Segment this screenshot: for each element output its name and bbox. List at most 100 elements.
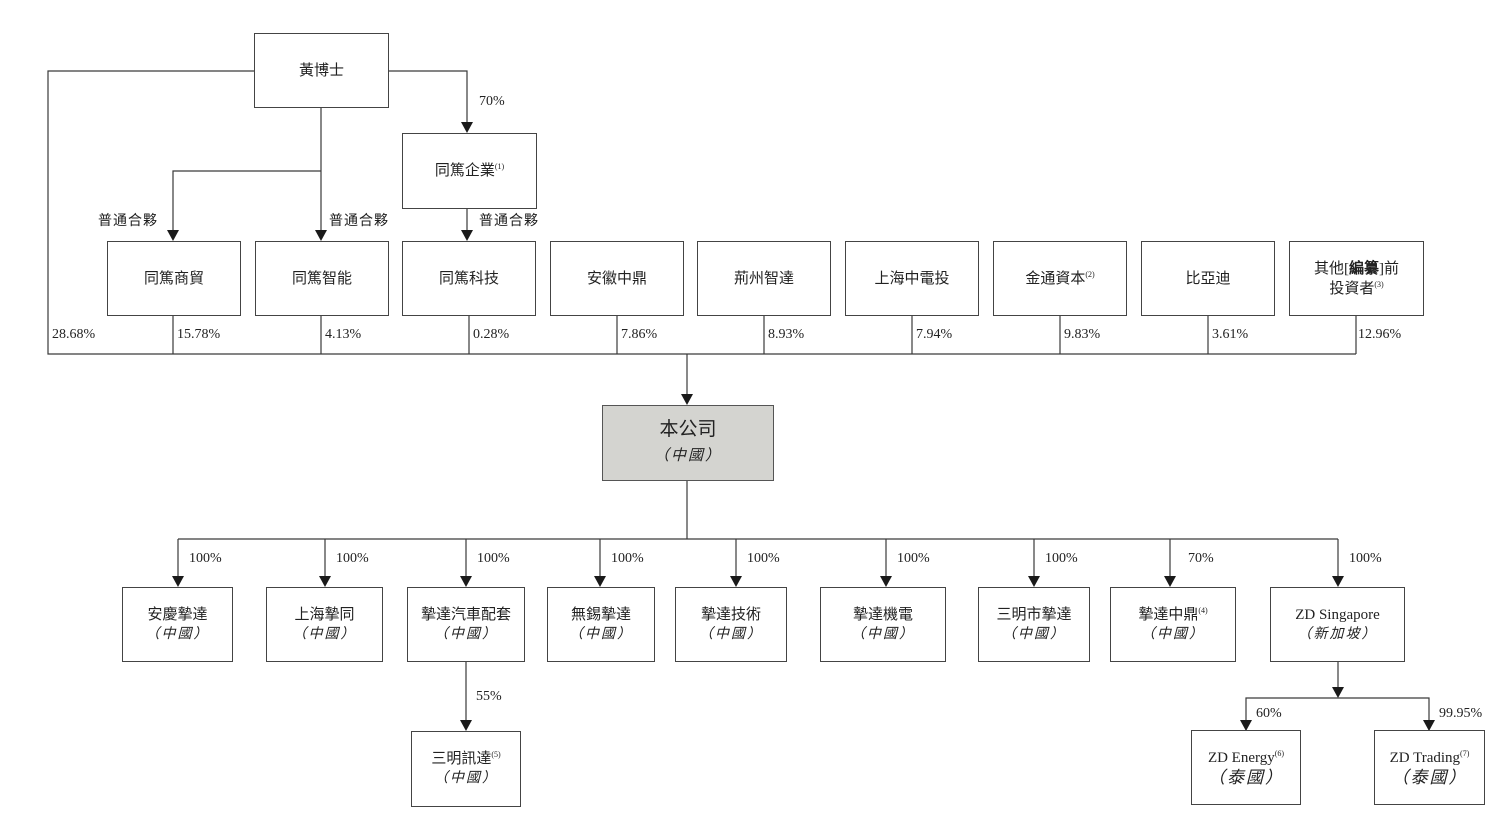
tongdu-enterprise-name: 同篤企業(1) bbox=[434, 162, 505, 180]
subsidiary-box[interactable]: 無錫摯達 （中國） bbox=[547, 587, 655, 662]
shareholder-box[interactable]: 同篤科技 bbox=[402, 241, 536, 316]
shareholder-box[interactable]: 同篤商貿 bbox=[107, 241, 241, 316]
second-level-jurisdiction: （泰國） bbox=[1391, 767, 1468, 787]
second-level-name: ZD Energy(6) bbox=[1207, 748, 1285, 766]
pct-holder: 7.94% bbox=[916, 327, 953, 342]
arrow-head bbox=[315, 230, 327, 241]
arrow-head bbox=[167, 230, 179, 241]
subsidiary-jurisdiction: （新加坡） bbox=[1297, 626, 1378, 642]
second-level-name: 三明訊達(5) bbox=[431, 750, 501, 768]
subsidiary-box[interactable]: 上海摯同 （中國） bbox=[266, 587, 383, 662]
shareholder-name: 同篤智能 bbox=[291, 270, 352, 287]
pct-huang-to-enterprise: 70% bbox=[479, 94, 505, 109]
second-level-box[interactable]: ZD Trading(7) （泰國） bbox=[1374, 730, 1485, 805]
shareholder-box[interactable]: 荊州智達 bbox=[697, 241, 831, 316]
shareholder-name: 同篤商貿 bbox=[143, 270, 204, 287]
subsidiary-box[interactable]: ZD Singapore （新加坡） bbox=[1270, 587, 1405, 662]
shareholder-name: 比亞迪 bbox=[1185, 270, 1231, 287]
pct-subsidiary: 100% bbox=[336, 551, 369, 566]
pct-holder: 0.28% bbox=[473, 327, 510, 342]
pct-subsidiary: 100% bbox=[1349, 551, 1382, 566]
subsidiary-box[interactable]: 摯達汽車配套 （中國） bbox=[407, 587, 525, 662]
subsidiary-box[interactable]: 三明市摯達 （中國） bbox=[978, 587, 1090, 662]
subsidiary-jurisdiction: （中國） bbox=[292, 626, 357, 642]
shareholder-box[interactable]: 比亞迪 bbox=[1141, 241, 1275, 316]
subsidiary-jurisdiction: （中國） bbox=[569, 626, 633, 642]
gp-label-3: 普通合夥 bbox=[479, 214, 539, 229]
company-name: 本公司 bbox=[659, 419, 717, 440]
pct-second-level: 60% bbox=[1256, 706, 1282, 721]
shareholder-dr-huang[interactable]: 黃博士 bbox=[254, 33, 389, 108]
arrow-head bbox=[681, 394, 693, 405]
shareholder-tongdu-enterprise[interactable]: 同篤企業(1) bbox=[402, 133, 537, 209]
shareholder-name-line1: 其他[編纂]前 bbox=[1313, 260, 1399, 277]
shareholder-name: 金通資本(2) bbox=[1025, 269, 1095, 287]
subsidiary-jurisdiction: （中國） bbox=[699, 626, 763, 642]
pct-subsidiary: 100% bbox=[477, 551, 510, 566]
pct-holder: 15.78% bbox=[177, 327, 221, 342]
pct-holder: 3.61% bbox=[1212, 327, 1249, 342]
arrow-head bbox=[461, 230, 473, 241]
pct-second-level: 99.95% bbox=[1439, 706, 1483, 721]
arrow-head bbox=[1423, 720, 1435, 731]
pct-holder: 7.86% bbox=[621, 327, 658, 342]
arrow-head bbox=[461, 122, 473, 133]
pct-subsidiary: 100% bbox=[611, 551, 644, 566]
arrow-head bbox=[1332, 687, 1344, 698]
pct-subsidiary: 100% bbox=[897, 551, 930, 566]
gp-label-2: 普通合夥 bbox=[329, 214, 389, 229]
pct-subsidiary: 100% bbox=[747, 551, 780, 566]
subsidiary-box[interactable]: 摯達中鼎(4) （中國） bbox=[1110, 587, 1236, 662]
subsidiary-drops bbox=[172, 539, 1344, 587]
subsidiary-name: 摯達機電 bbox=[852, 606, 913, 623]
pct-holder: 4.13% bbox=[325, 327, 362, 342]
second-level-jurisdiction: （中國） bbox=[434, 771, 498, 786]
subsidiary-jurisdiction: （中國） bbox=[851, 626, 915, 642]
dr-huang-name: 黃博士 bbox=[298, 62, 344, 79]
subsidiary-name: ZD Singapore bbox=[1295, 606, 1380, 623]
subsidiary-name: 摯達技術 bbox=[700, 606, 761, 623]
pct-holder: 12.96% bbox=[1358, 327, 1402, 342]
subsidiary-name: 摯達中鼎(4) bbox=[1138, 605, 1208, 623]
company-box[interactable]: 本公司 （中國） bbox=[602, 405, 774, 481]
arrow-head bbox=[1240, 720, 1252, 731]
subsidiary-name: 上海摯同 bbox=[294, 606, 355, 623]
company-jurisdiction: （中國） bbox=[653, 448, 722, 464]
shareholder-box[interactable]: 安徽中鼎 bbox=[550, 241, 684, 316]
subsidiary-name: 無錫摯達 bbox=[570, 606, 631, 623]
shareholder-name: 上海中電投 bbox=[874, 270, 950, 287]
shareholder-name: 安徽中鼎 bbox=[586, 270, 647, 287]
shareholder-box[interactable]: 金通資本(2) bbox=[993, 241, 1127, 316]
subsidiary-box[interactable]: 摯達技術 （中國） bbox=[675, 587, 787, 662]
pct-subsidiary: 70% bbox=[1188, 551, 1214, 566]
shareholder-name-line2: 投資者(3) bbox=[1329, 279, 1384, 297]
subsidiary-jurisdiction: （中國） bbox=[434, 626, 498, 642]
line-to-tongdu-trade bbox=[172, 170, 321, 232]
bus-thailand bbox=[1245, 697, 1430, 730]
subsidiary-name: 安慶摯達 bbox=[147, 606, 208, 623]
shareholder-name: 荊州智達 bbox=[733, 270, 794, 287]
arrow-head bbox=[460, 720, 472, 731]
second-level-box[interactable]: ZD Energy(6) （泰國） bbox=[1191, 730, 1301, 805]
gp-label-1: 普通合夥 bbox=[98, 214, 158, 229]
subsidiary-box[interactable]: 安慶摯達 （中國） bbox=[122, 587, 233, 662]
subsidiary-jurisdiction: （中國） bbox=[1141, 626, 1205, 642]
line-huang-to-tongdu-enterprise bbox=[388, 70, 468, 124]
shareholder-box[interactable]: 上海中電投 bbox=[845, 241, 979, 316]
second-level-box[interactable]: 三明訊達(5) （中國） bbox=[411, 731, 521, 807]
pct-huang-direct: 28.68% bbox=[52, 327, 96, 342]
pct-second-level: 55% bbox=[476, 689, 502, 704]
subsidiary-box[interactable]: 摯達機電 （中國） bbox=[820, 587, 946, 662]
shareholder-box[interactable]: 同篤智能 bbox=[255, 241, 389, 316]
subsidiary-jurisdiction: （中國） bbox=[145, 626, 210, 642]
shareholder-box[interactable]: 其他[編纂]前 投資者(3) bbox=[1289, 241, 1424, 316]
second-level-jurisdiction: （泰國） bbox=[1208, 767, 1284, 787]
pct-subsidiary: 100% bbox=[1045, 551, 1078, 566]
subsidiary-name: 三明市摯達 bbox=[996, 606, 1072, 623]
line-huang-direct bbox=[47, 70, 687, 355]
subsidiary-name: 摯達汽車配套 bbox=[420, 606, 511, 623]
shareholder-name: 同篤科技 bbox=[438, 270, 499, 287]
pct-holder: 8.93% bbox=[768, 327, 805, 342]
second-level-name: ZD Trading(7) bbox=[1389, 748, 1470, 766]
